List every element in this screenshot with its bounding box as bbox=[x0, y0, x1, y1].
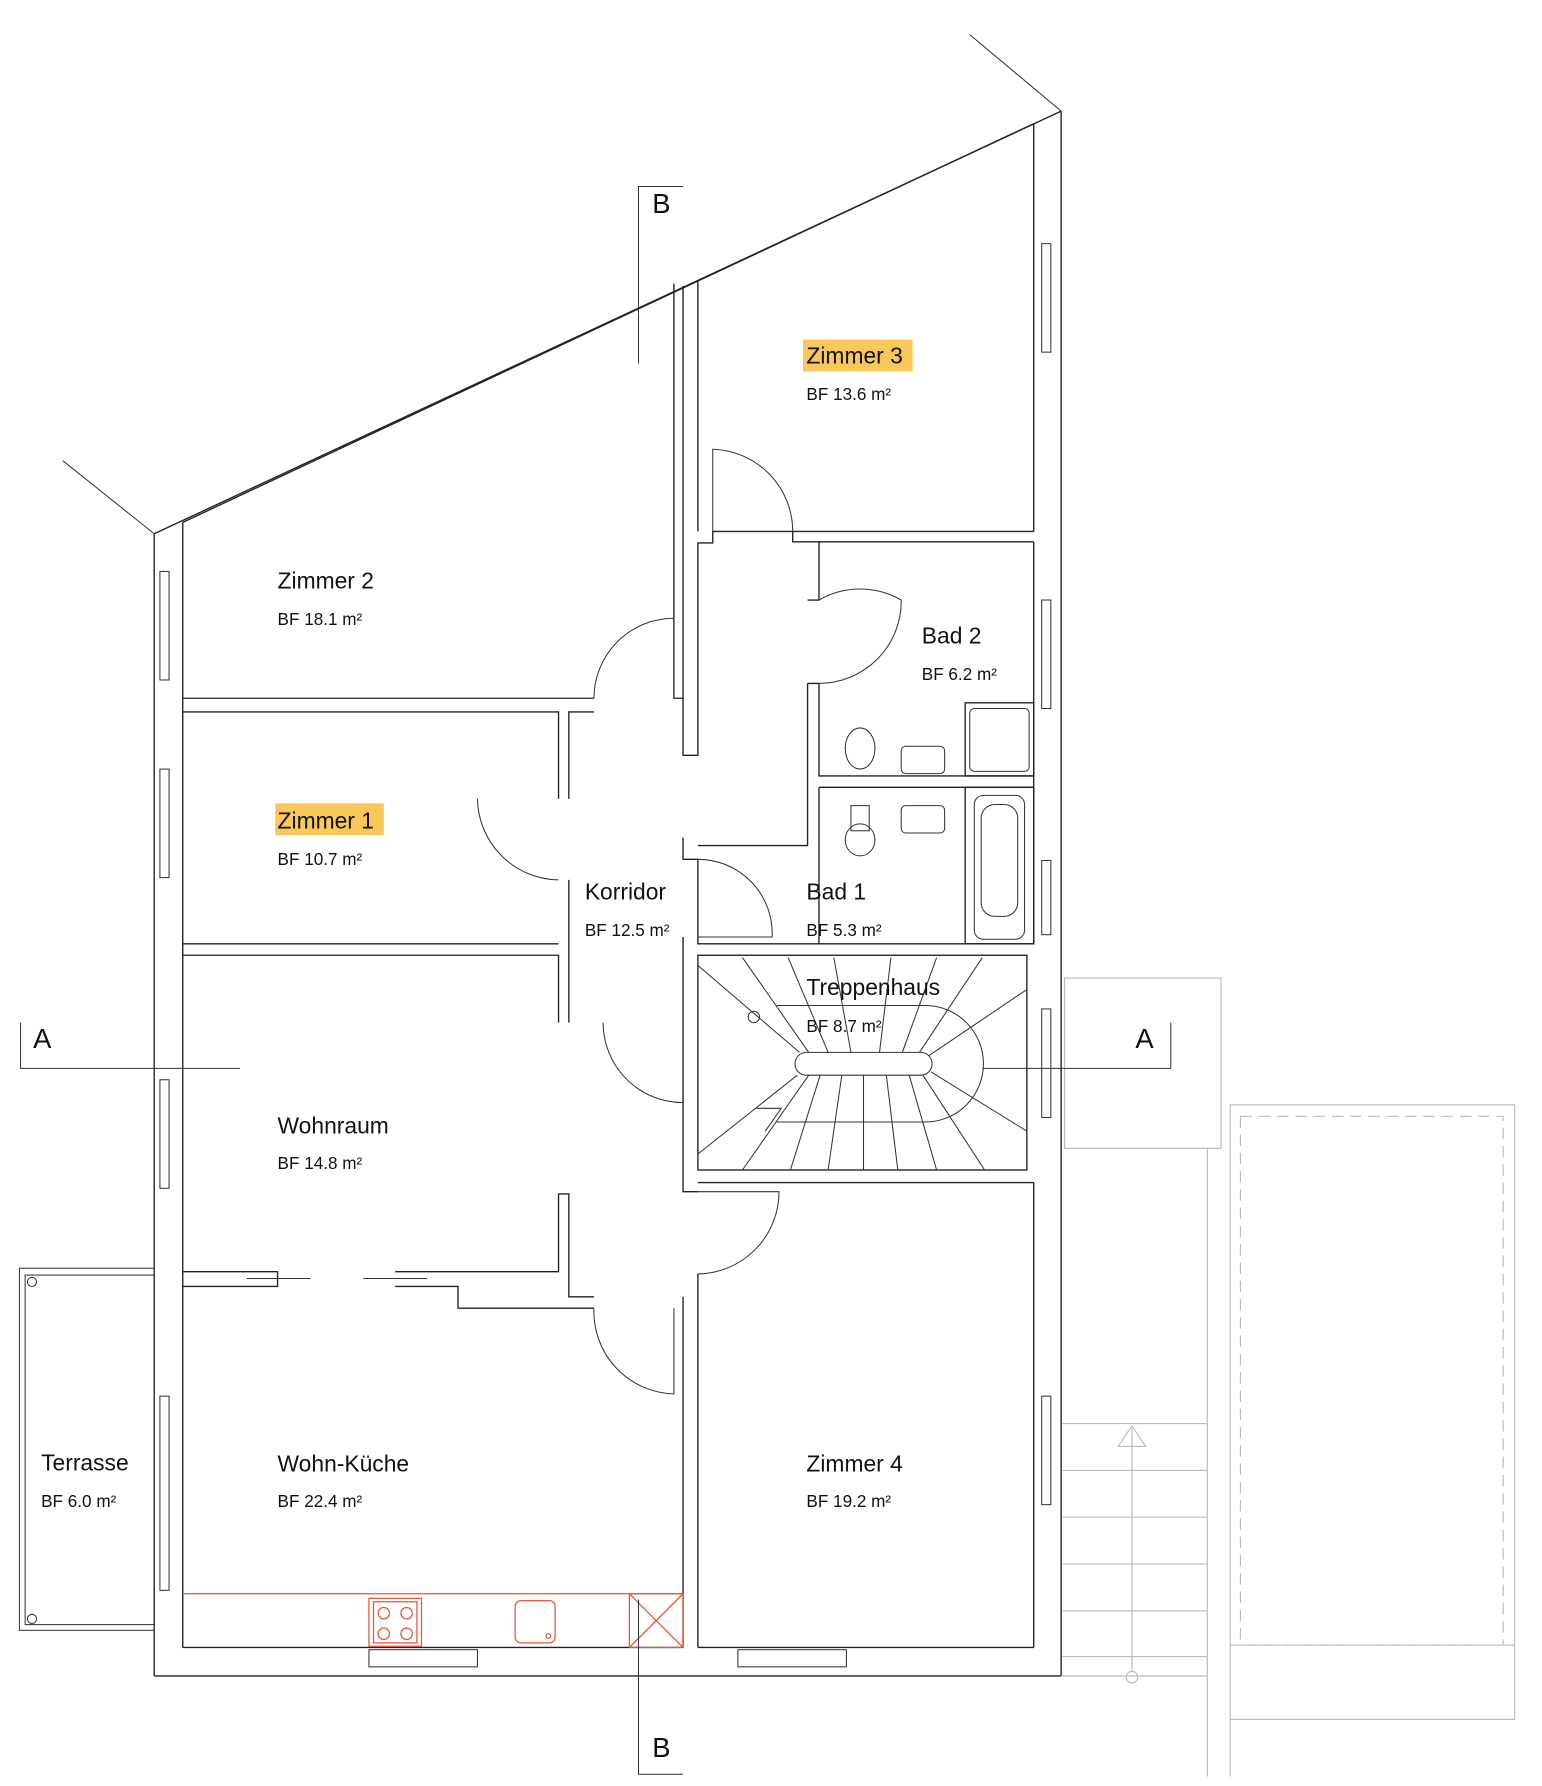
room-korridor[interactable]: Korridor BF 12.5 m² bbox=[585, 878, 670, 940]
section-b-bottom-label: B bbox=[652, 1732, 670, 1763]
room-name: Zimmer 3 bbox=[806, 343, 902, 369]
kitchen-counter bbox=[182, 1593, 684, 1649]
section-a-right-label: A bbox=[1135, 1023, 1154, 1054]
room-bad-1[interactable]: Bad 1 BF 5.3 m² bbox=[806, 878, 881, 940]
room-zimmer-3[interactable]: Zimmer 3 BF 13.6 m² bbox=[806, 343, 902, 405]
room-area: BF 19.2 m² bbox=[806, 1491, 891, 1511]
exterior-elements bbox=[1062, 977, 1516, 1777]
room-name: Terrasse bbox=[41, 1449, 129, 1475]
room-area: BF 6.0 m² bbox=[41, 1491, 116, 1511]
room-zimmer-4[interactable]: Zimmer 4 BF 19.2 m² bbox=[806, 1451, 903, 1511]
room-name: Bad 1 bbox=[806, 878, 866, 904]
room-wohnraum[interactable]: Wohnraum BF 14.8 m² bbox=[278, 1112, 389, 1172]
doors bbox=[246, 448, 902, 1395]
section-a-left-label: A bbox=[33, 1023, 52, 1054]
room-name: Bad 2 bbox=[922, 622, 982, 648]
room-area: BF 8.7 m² bbox=[806, 1016, 881, 1036]
staircase bbox=[697, 957, 1028, 1171]
room-name: Zimmer 2 bbox=[278, 568, 374, 594]
room-name: Treppenhaus bbox=[806, 974, 940, 1000]
room-wohn-kueche[interactable]: Wohn-Küche BF 22.4 m² bbox=[278, 1451, 410, 1511]
terrace bbox=[18, 1267, 155, 1631]
room-area: BF 10.7 m² bbox=[278, 849, 363, 869]
room-bad-2[interactable]: Bad 2 BF 6.2 m² bbox=[922, 622, 997, 684]
room-name: Zimmer 1 bbox=[278, 807, 374, 833]
room-area: BF 18.1 m² bbox=[278, 609, 363, 629]
room-area: BF 22.4 m² bbox=[278, 1491, 363, 1511]
room-name: Wohnraum bbox=[278, 1112, 389, 1138]
windows bbox=[159, 243, 1052, 1668]
section-b-top-label: B bbox=[652, 188, 670, 219]
interior-walls bbox=[182, 281, 1035, 1648]
zimmer-3-highlight bbox=[802, 339, 913, 372]
room-area: BF 14.8 m² bbox=[278, 1153, 363, 1173]
room-area: BF 12.5 m² bbox=[585, 920, 670, 940]
room-name: Korridor bbox=[585, 878, 667, 904]
room-treppenhaus[interactable]: Treppenhaus BF 8.7 m² bbox=[806, 974, 940, 1036]
room-area: BF 13.6 m² bbox=[806, 384, 891, 404]
room-zimmer-2[interactable]: Zimmer 2 BF 18.1 m² bbox=[278, 568, 374, 630]
room-area: BF 5.3 m² bbox=[806, 920, 881, 940]
sanitary-fixtures bbox=[844, 708, 1030, 940]
outer-walls bbox=[62, 34, 1062, 1677]
room-zimmer-1[interactable]: Zimmer 1 BF 10.7 m² bbox=[278, 807, 374, 869]
room-area: BF 6.2 m² bbox=[922, 664, 997, 684]
section-markers bbox=[20, 186, 1172, 1775]
room-terrasse[interactable]: Terrasse BF 6.0 m² bbox=[41, 1449, 129, 1511]
zimmer-1-highlight bbox=[275, 803, 384, 836]
room-name: Wohn-Küche bbox=[278, 1451, 410, 1477]
room-name: Zimmer 4 bbox=[806, 1451, 903, 1477]
